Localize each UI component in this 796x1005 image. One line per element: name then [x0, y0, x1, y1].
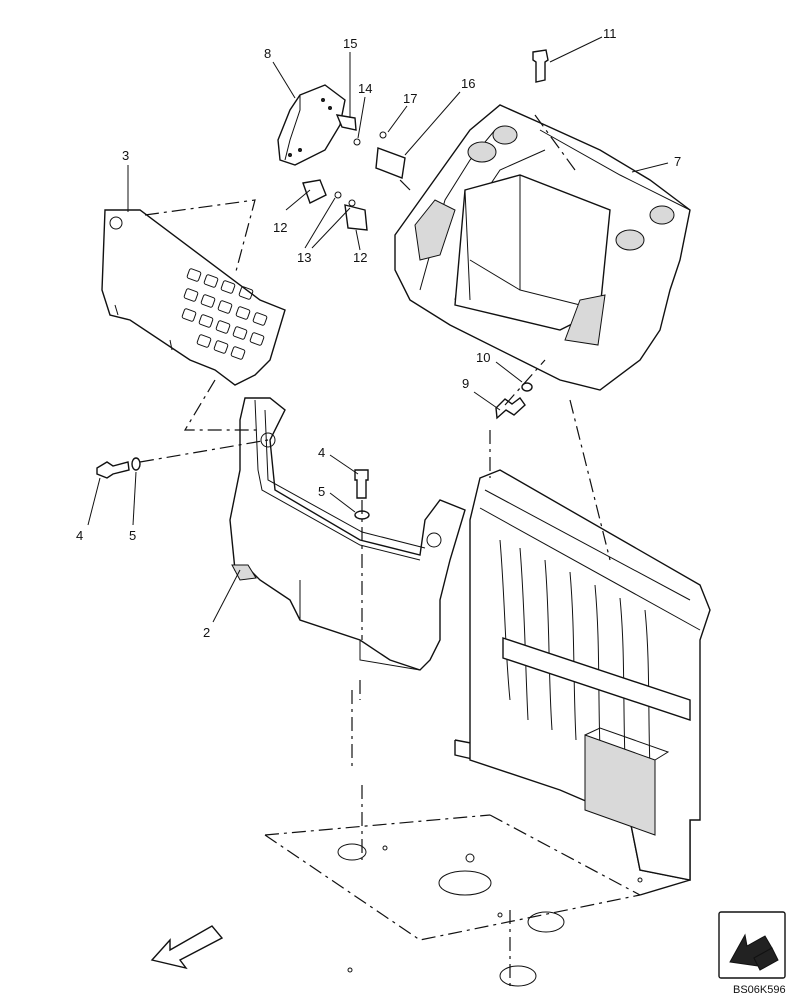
bolt-4-left: [96, 461, 130, 479]
page-nav-arrow-icon[interactable]: [718, 911, 786, 979]
callout-label: 10: [476, 350, 490, 365]
callout-label: 14: [358, 81, 372, 96]
callout-label: 4: [318, 445, 325, 460]
callout-label: 15: [343, 36, 357, 51]
callout-label: 17: [403, 91, 417, 106]
drawing-code: BS06K596: [733, 984, 786, 996]
rear-console: [394, 104, 691, 391]
washer-5-left: [131, 457, 141, 471]
callout-label: 8: [264, 46, 271, 61]
callout-label: 13: [297, 250, 311, 265]
callout-label: 3: [122, 148, 129, 163]
lower-trim-panel: [229, 397, 466, 671]
washer-10: [521, 382, 533, 392]
rear-wall-panel: [469, 469, 711, 881]
callout-label: 2: [203, 625, 210, 640]
callout-label: 12: [273, 220, 287, 235]
bolt-11: [532, 49, 549, 83]
brackets: [302, 114, 406, 231]
side-panel-grille: [101, 209, 286, 386]
callout-label: 4: [76, 528, 83, 543]
callout-label: 7: [674, 154, 681, 169]
callout-labels: 15 8 14 17 16 11 7 3 12 13 12 10 9 4 5 4…: [76, 26, 681, 640]
grille-openings: [181, 268, 268, 360]
front-direction-arrow-icon: [150, 925, 224, 970]
callout-label: 12: [353, 250, 367, 265]
callout-label: 11: [603, 26, 617, 41]
upper-cover: [277, 84, 346, 166]
assembly-guides: [139, 114, 611, 700]
leader-lines: [87, 36, 669, 623]
callout-label: 5: [129, 528, 136, 543]
bolt-9: [495, 397, 526, 420]
callout-label: 5: [318, 484, 325, 499]
callout-label: 16: [461, 76, 475, 91]
bolt-4-center: [354, 469, 369, 499]
callout-label: 9: [462, 376, 469, 391]
